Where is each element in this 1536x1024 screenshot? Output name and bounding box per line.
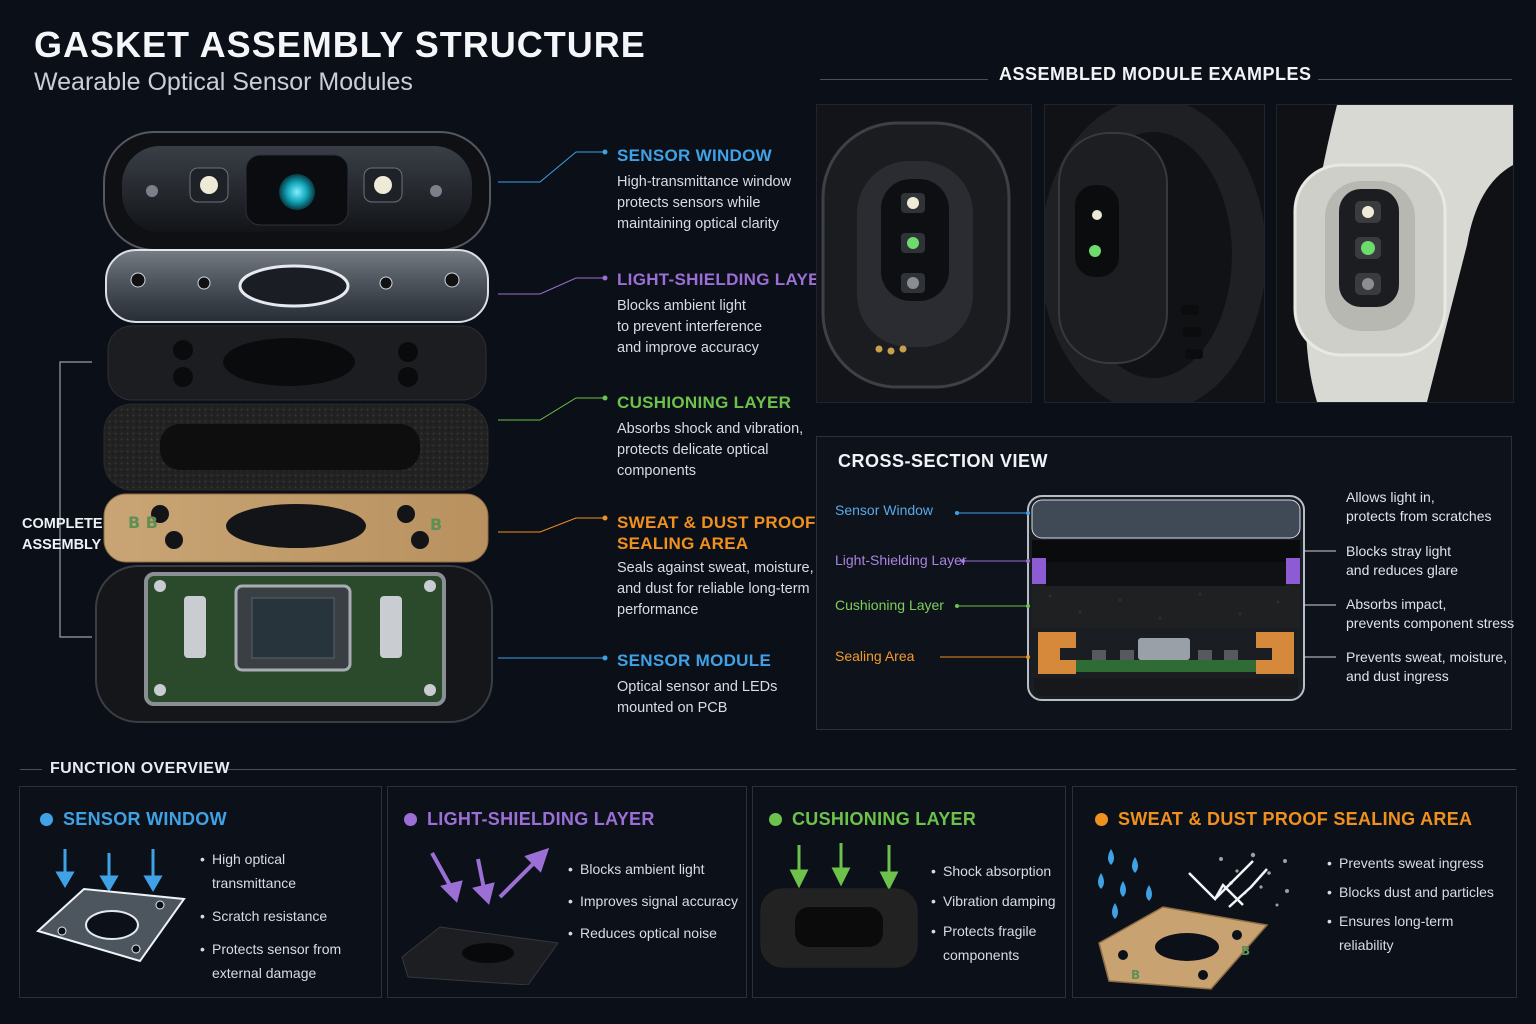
card-bullets: High optical transmittance Scratch resis…: [200, 847, 370, 994]
bullet: Prevents sweat ingress: [1327, 851, 1513, 875]
bullet: Blocks ambient light: [568, 857, 738, 881]
green-dot-icon: [769, 813, 782, 826]
card-title: SWEAT & DUST PROOF SEALING AREA: [1095, 809, 1472, 830]
seal-gasket-icon: B B: [1098, 849, 1289, 990]
callout-desc: Seals against sweat, moisture, and dust …: [617, 560, 814, 618]
bullet: Protects sensor from external damage: [200, 937, 370, 985]
xs-desc-shielding: Blocks stray light and reduces glare: [1346, 543, 1459, 578]
cross-section-heading: CROSS-SECTION VIEW: [838, 451, 1049, 471]
svg-text:B: B: [1131, 968, 1140, 982]
xs-label-cushioning: Cushioning Layer: [835, 597, 944, 613]
callout-cushioning: CUSHIONING LAYER Absorbs shock and vibra…: [617, 393, 803, 482]
callout-title: SWEAT & DUST PROOF SEALING AREA: [617, 513, 816, 553]
exploded-gasket-illustration: B B B: [59, 131, 608, 723]
card-bullets: Blocks ambient light Improves signal acc…: [568, 857, 738, 954]
bullet: Blocks dust and particles: [1327, 880, 1513, 904]
bullet: Scratch resistance: [200, 904, 370, 928]
divider: [20, 769, 42, 770]
page-subtitle: Wearable Optical Sensor Modules: [34, 68, 413, 96]
callout-light-shielding: LIGHT-SHIELDING LAYER Blocks ambient lig…: [617, 270, 832, 359]
overview-card-light-shielding: LIGHT-SHIELDING LAYER Blocks ambient lig…: [387, 786, 747, 998]
example-photo-pod: [816, 104, 1032, 403]
example-photo-band-black: [1044, 104, 1265, 403]
card-title: LIGHT-SHIELDING LAYER: [404, 809, 655, 830]
complete-assembly-label: COMPLETE ASSEMBLY: [22, 516, 103, 553]
divider: [228, 769, 1516, 770]
bullet: Protects fragile components: [931, 919, 1061, 967]
svg-text:B B: B B: [128, 513, 158, 532]
overview-card-sealing: SWEAT & DUST PROOF SEALING AREA B B Prev…: [1072, 786, 1517, 998]
callout-desc: Optical sensor and LEDs mounted on PCB: [617, 679, 778, 716]
cross-section-leaders: [940, 511, 1336, 659]
overview-card-cushioning: CUSHIONING LAYER Shock absorption Vibrat…: [752, 786, 1066, 998]
page-title: GASKET ASSEMBLY STRUCTURE: [34, 24, 646, 65]
purple-dot-icon: [404, 813, 417, 826]
callout-title: SENSOR MODULE: [617, 651, 772, 670]
card-title: SENSOR WINDOW: [40, 809, 227, 830]
xs-desc-sealing: Prevents sweat, moisture, and dust ingre…: [1346, 649, 1508, 684]
orange-dot-icon: [1095, 813, 1108, 826]
svg-text:B: B: [430, 515, 442, 534]
xs-label-light-shielding: Light-Shielding Layer: [835, 552, 967, 568]
bullet: Improves signal accuracy: [568, 889, 738, 913]
callout-desc: Blocks ambient light to prevent interfer…: [617, 298, 763, 356]
bullet: Reduces optical noise: [568, 921, 738, 945]
callout-sensor-module: SENSOR MODULE Optical sensor and LEDs mo…: [617, 651, 777, 719]
callout-desc: High-transmittance window protects senso…: [617, 174, 792, 232]
examples-heading: ASSEMBLED MODULE EXAMPLES: [999, 64, 1312, 84]
callout-title: SENSOR WINDOW: [617, 146, 773, 165]
xs-label-sealing: Sealing Area: [835, 648, 915, 664]
callout-sensor-window: SENSOR WINDOW High-transmittance window …: [617, 146, 791, 235]
foam-pad-icon: [760, 843, 918, 968]
card-bullets: Shock absorption Vibration damping Prote…: [931, 859, 1061, 976]
svg-text:B: B: [1241, 944, 1250, 958]
clear-window-icon: [36, 849, 186, 963]
bullet: Ensures long-term reliability: [1327, 909, 1513, 957]
card-bullets: Prevents sweat ingress Blocks dust and p…: [1327, 851, 1513, 966]
callout-title: CUSHIONING LAYER: [617, 393, 792, 412]
divider: [820, 79, 988, 80]
blue-dot-icon: [40, 813, 53, 826]
bullet: Shock absorption: [931, 859, 1061, 883]
example-photo-band-white: [1276, 104, 1514, 403]
bullet: Vibration damping: [931, 889, 1061, 913]
divider: [1318, 79, 1512, 80]
callout-sealing: SWEAT & DUST PROOF SEALING AREA Seals ag…: [617, 512, 816, 621]
callout-title: LIGHT-SHIELDING LAYER: [617, 270, 833, 289]
xs-desc-cushioning: Absorbs impact, prevents component stres…: [1346, 596, 1515, 631]
xs-desc-window: Allows light in, protects from scratches: [1346, 489, 1492, 524]
card-title: CUSHIONING LAYER: [769, 809, 976, 830]
callout-desc: Absorbs shock and vibration, protects de…: [617, 421, 804, 479]
light-block-icon: [401, 847, 559, 985]
overview-card-sensor-window: SENSOR WINDOW High optical transmittance…: [19, 786, 382, 998]
cross-section-diagram: [1027, 495, 1305, 701]
xs-label-sensor-window: Sensor Window: [835, 502, 934, 518]
bullet: High optical transmittance: [200, 847, 370, 895]
overview-heading: FUNCTION OVERVIEW: [50, 760, 230, 777]
